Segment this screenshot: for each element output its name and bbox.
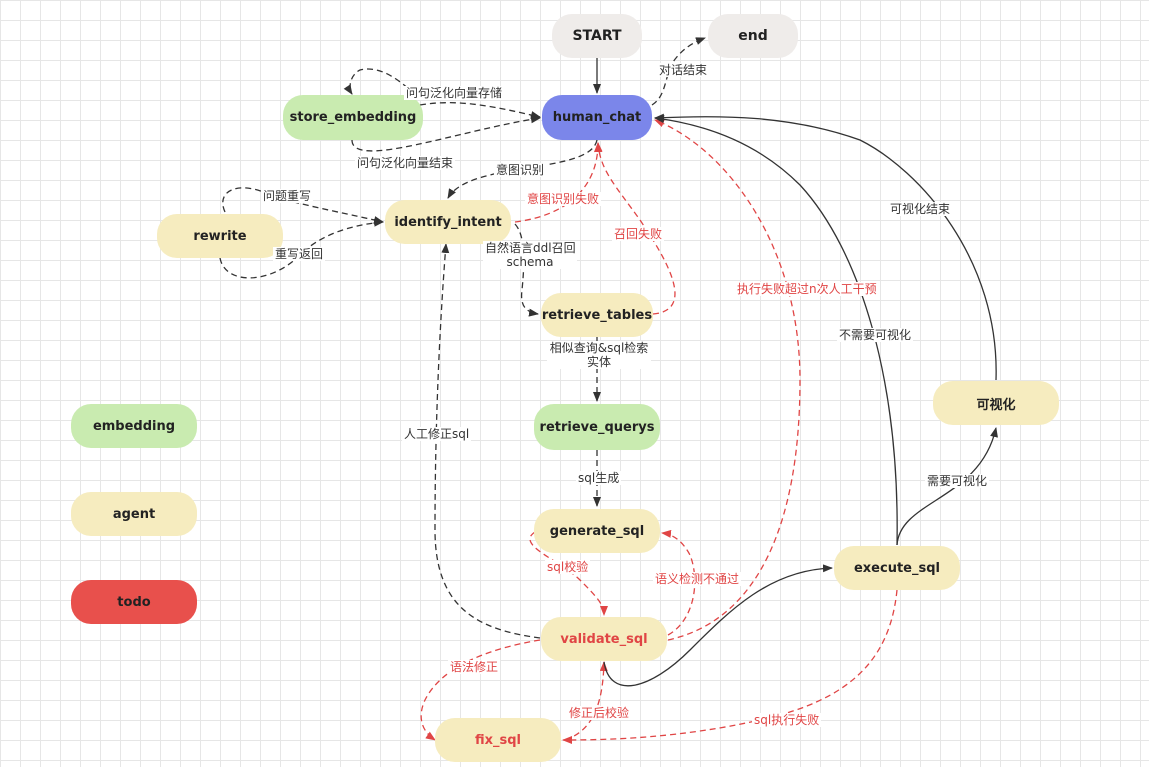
- edge-store-human-top: [419, 102, 541, 119]
- label-nl-ddl: 自然语言ddl召回 schema: [483, 241, 577, 269]
- edge-human-end: [651, 37, 706, 106]
- label-visual-end: 可视化结束: [888, 202, 953, 216]
- validate-sql-node: validate_sql: [541, 617, 667, 661]
- edge-human-intent: [447, 139, 598, 199]
- edge-validate-fix: [420, 639, 541, 741]
- rewrite-node: rewrite: [157, 214, 283, 258]
- label-sql-generate: sql生成: [576, 471, 622, 485]
- legend-agent: agent: [71, 492, 197, 536]
- label-recheck: 修正后校验: [567, 706, 632, 720]
- label-intent-fail: 意图识别失败: [525, 192, 602, 206]
- edge-validate-intent: [434, 243, 541, 639]
- visualize-node: 可视化: [933, 381, 1059, 425]
- label-nl-ddl-line1: 自然语言ddl召回: [485, 241, 576, 255]
- label-rewrite-return: 重写返回: [273, 247, 326, 261]
- label-manual-fix: 人工修正sql: [402, 427, 472, 441]
- label-similar-query-line1: 相似查询&sql检索: [549, 341, 649, 355]
- retrieve-querys-node: retrieve_querys: [534, 404, 660, 450]
- label-dialog-end: 对话结束: [657, 63, 710, 77]
- edge-validate-human-red: [654, 119, 801, 641]
- label-nl-ddl-line2: schema: [506, 255, 554, 269]
- store-embedding-node: store_embedding: [283, 95, 423, 140]
- label-similar-query: 相似查询&sql检索 实体: [547, 341, 651, 369]
- label-sql-exec-fail: sql执行失败: [752, 713, 822, 727]
- identify-intent-node: identify_intent: [385, 200, 511, 244]
- label-intent-recognition: 意图识别: [494, 163, 547, 177]
- edge-intent-tables: [514, 223, 539, 317]
- edge-tables-human-fail: [594, 142, 676, 315]
- edge-fix-validate: [564, 661, 608, 741]
- label-store-vec-end: 问句泛化向量结束: [355, 156, 456, 170]
- label-recall-fail: 召回失败: [612, 227, 665, 241]
- edge-execute-visual: [896, 427, 998, 546]
- edge-visual-human: [654, 113, 997, 381]
- label-similar-query-line2: 实体: [586, 355, 611, 369]
- edge-execute-human: [654, 115, 898, 546]
- generate-sql-node: generate_sql: [534, 509, 660, 553]
- human-chat-node: human_chat: [542, 95, 652, 140]
- label-store-vec: 问句泛化向量存储: [404, 86, 505, 100]
- execute-sql-node: execute_sql: [834, 546, 960, 590]
- legend-todo: todo: [71, 580, 197, 624]
- label-exec-fail-human: 执行失败超过n次人工干预: [735, 282, 879, 296]
- label-syntax-fix: 语法修正: [448, 660, 501, 674]
- label-no-visual: 不需要可视化: [837, 328, 914, 342]
- retrieve-tables-node: retrieve_tables: [541, 293, 653, 337]
- edge-validate-generate-fail: [661, 529, 696, 636]
- end-node: end: [708, 14, 798, 58]
- label-semantic-fail: 语义检测不通过: [653, 572, 742, 586]
- edge-store-loop: [343, 68, 416, 96]
- legend-embedding: embedding: [71, 404, 197, 448]
- edge-store-human-bottom: [351, 115, 541, 152]
- label-sql-check: sql校验: [545, 560, 591, 574]
- start-node: START: [552, 14, 642, 58]
- fix-sql-node: fix_sql: [435, 718, 561, 762]
- edge-intent-human-fail: [514, 142, 602, 223]
- label-question-rewrite: 问题重写: [261, 189, 314, 203]
- edge-generate-validate: [529, 531, 608, 616]
- edge-validate-execute: [603, 564, 833, 687]
- label-need-visual: 需要可视化: [925, 474, 990, 488]
